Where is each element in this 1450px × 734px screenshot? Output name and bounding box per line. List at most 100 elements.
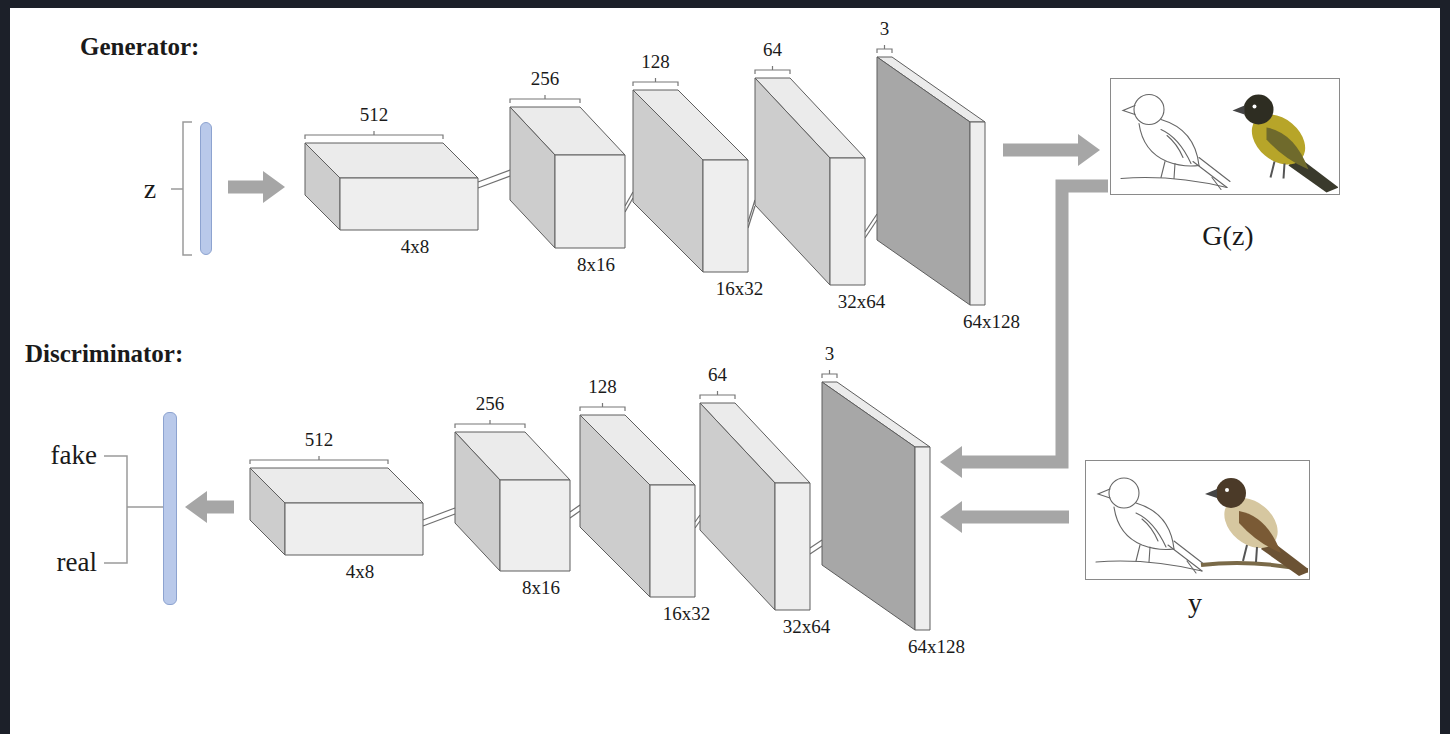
conv-line: [423, 508, 455, 520]
block-shape: [580, 401, 695, 597]
conv-link: [748, 200, 755, 228]
arrow-head: [263, 171, 285, 203]
feature-block: 12816x32: [633, 90, 748, 272]
block-side: [305, 143, 340, 230]
bird-photo: [1201, 478, 1308, 576]
block-side: [633, 90, 703, 272]
conv-link: [570, 505, 580, 518]
channel-bracket: [700, 391, 735, 399]
block-side: [250, 468, 285, 555]
spatial-size: 32x64: [838, 291, 886, 313]
spatial-size: 16x32: [663, 603, 711, 625]
block-shape: [455, 418, 570, 571]
block-front: [285, 503, 423, 555]
feature-block: 2568x16: [510, 107, 625, 248]
arrow-head: [940, 501, 962, 533]
channel-count: 64: [763, 39, 782, 61]
output-vector: fakereal: [163, 412, 177, 605]
output-bracket: [104, 456, 163, 563]
spatial-size: 4x8: [346, 561, 375, 583]
arrow-head: [940, 446, 962, 478]
spatial-size: 32x64: [783, 616, 831, 638]
channel-count: 128: [641, 51, 670, 73]
conv-link: [810, 540, 822, 554]
block-shape: [305, 129, 478, 230]
block-shape: [755, 64, 865, 285]
section-title: Discriminator:: [25, 340, 183, 369]
block-front: [650, 485, 695, 597]
block-shape: [510, 93, 625, 248]
image-layer: 364x128: [877, 57, 985, 305]
arrow-head: [1078, 134, 1100, 166]
spatial-size: 16x32: [716, 278, 764, 300]
image-label: y: [1188, 587, 1202, 619]
channel-bracket: [305, 131, 443, 139]
arrow-shaft: [206, 501, 234, 514]
block-front: [830, 158, 865, 285]
feature-block: 5124x8: [250, 468, 423, 555]
channel-count: 3: [825, 343, 835, 365]
block-side: [877, 57, 970, 305]
conv-line: [570, 511, 580, 518]
spatial-size: 4x8: [401, 236, 430, 258]
block-front: [340, 178, 478, 230]
conv-link: [865, 214, 877, 238]
spatial-size: 8x16: [577, 254, 615, 276]
block-shape: [700, 389, 810, 610]
feature-block: 2568x16: [455, 432, 570, 571]
block-side: [510, 107, 555, 248]
block-shape: [877, 43, 985, 305]
conv-link: [423, 508, 455, 526]
block-front: [500, 480, 570, 571]
channel-count: 128: [588, 376, 617, 398]
real-image: y: [1085, 460, 1310, 580]
block-front: [915, 447, 930, 630]
feature-block: 5124x8: [305, 143, 478, 230]
flow-arrow: [1003, 134, 1100, 166]
channel-count: 64: [708, 364, 727, 386]
image-layer: 364x128: [822, 382, 930, 630]
conv-line: [695, 515, 700, 522]
arrow-shaft: [961, 511, 1069, 524]
class-label: real: [57, 547, 97, 578]
conv-line: [748, 206, 755, 228]
section-title: Generator:: [80, 33, 199, 62]
conv-link: [695, 515, 700, 528]
channel-count: 256: [531, 68, 560, 90]
block-shape: [633, 76, 748, 272]
flow-arrow: [940, 501, 1069, 533]
conv-link: [478, 170, 510, 188]
channel-count: 512: [360, 104, 389, 126]
bird-photo: [1233, 95, 1339, 193]
block-front: [970, 122, 985, 305]
class-label: fake: [51, 440, 97, 471]
bird-illustration: [1111, 79, 1338, 193]
latent-vector: z: [200, 122, 212, 255]
block-side: [755, 78, 830, 285]
flow-arrow: [185, 491, 234, 523]
block-shape: [822, 368, 930, 630]
spatial-size: 8x16: [522, 577, 560, 599]
channel-bracket: [633, 78, 678, 86]
channel-bracket: [510, 95, 580, 103]
flow-arrow: [228, 171, 285, 203]
block-side: [700, 403, 775, 610]
vector-bracket: [171, 122, 192, 255]
bird-sketch: [1096, 478, 1205, 573]
spatial-size: 64x128: [908, 636, 965, 658]
channel-count: 256: [476, 393, 505, 415]
block-front: [703, 160, 748, 272]
bird-sketch: [1121, 95, 1230, 190]
conv-link: [625, 192, 633, 212]
conv-line: [695, 521, 700, 528]
generated-image: G(z): [1110, 78, 1340, 195]
block-side: [822, 382, 915, 630]
vector-label: z: [144, 173, 156, 205]
feature-block: 6432x64: [755, 78, 865, 285]
conv-line: [865, 220, 877, 238]
conv-line: [570, 505, 580, 512]
arrow-shaft: [1003, 144, 1079, 157]
channel-bracket: [455, 420, 525, 428]
conv-line: [478, 170, 510, 182]
